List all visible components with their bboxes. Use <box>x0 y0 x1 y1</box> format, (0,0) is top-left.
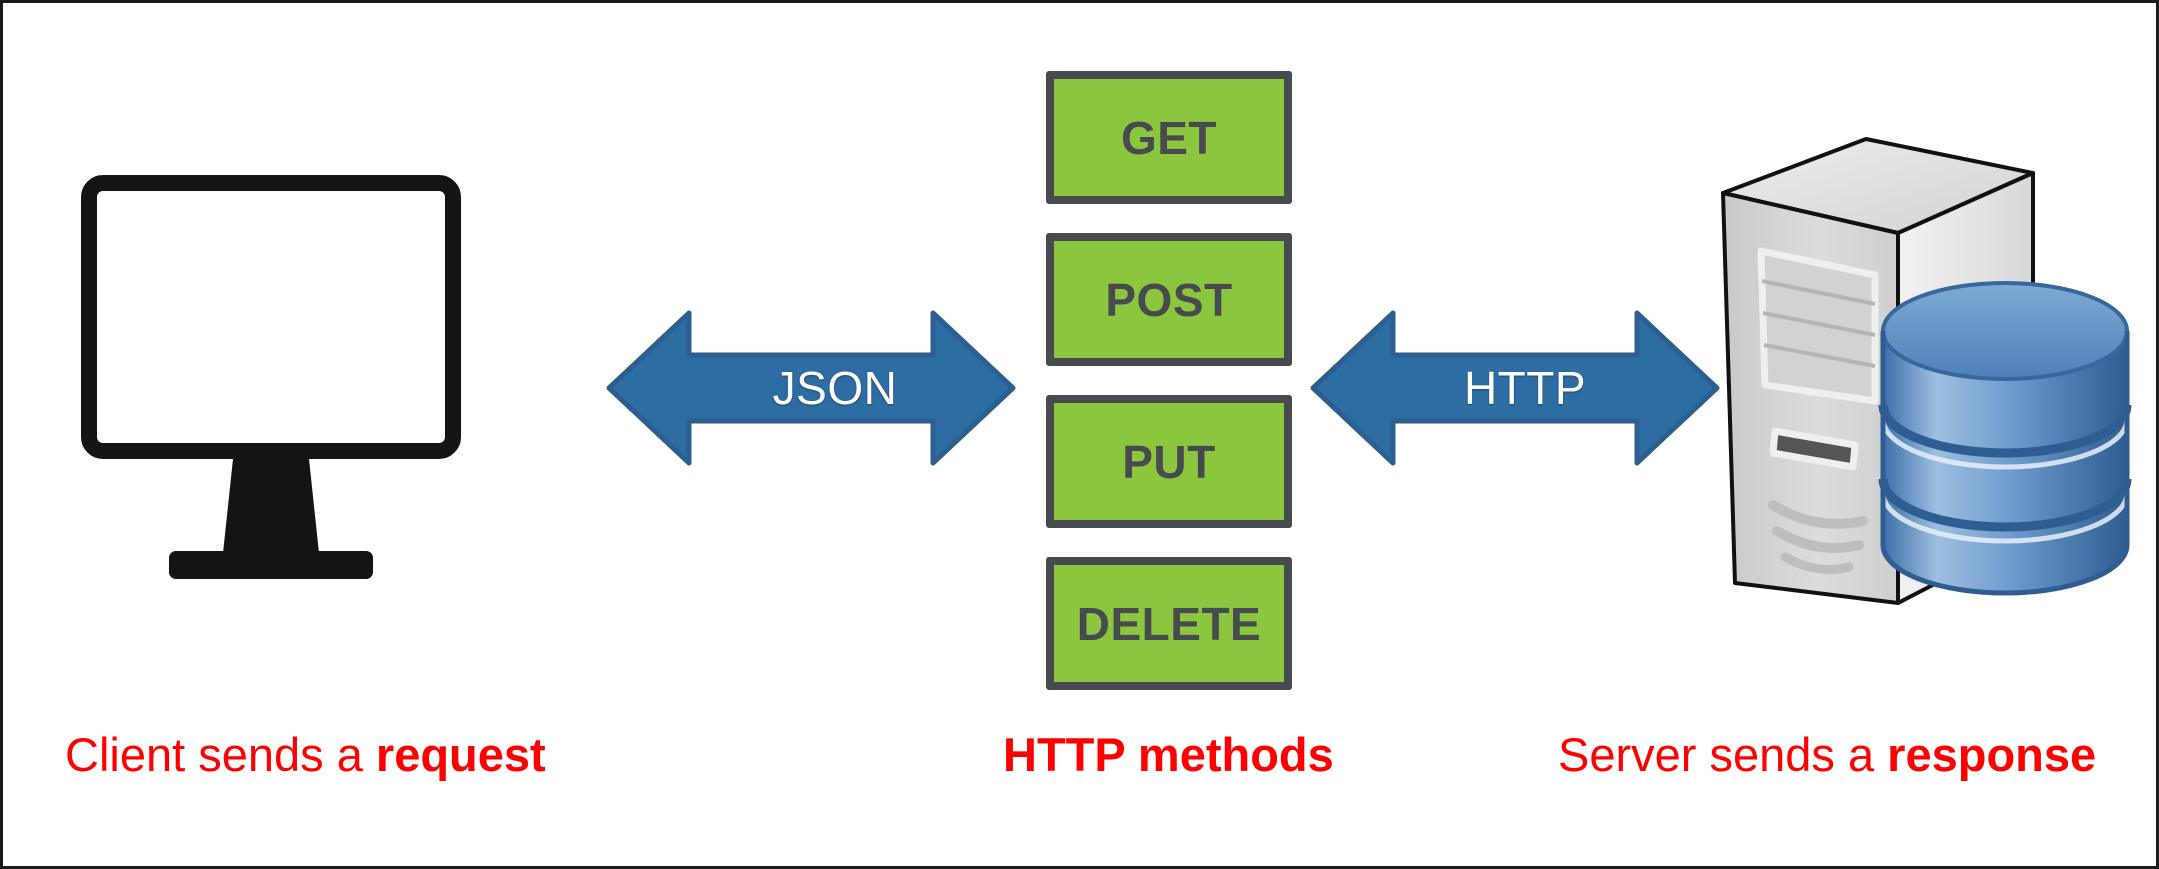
method-box-delete[interactable]: DELETE <box>1046 557 1292 690</box>
server-caption: Server sends a response <box>1558 731 2096 778</box>
http-arrow: HTTP <box>1305 303 1725 473</box>
method-box-get[interactable]: GET <box>1046 71 1292 204</box>
method-label: DELETE <box>1076 597 1262 650</box>
method-label: GET <box>1120 111 1218 164</box>
server-caption-emphasis: response <box>1887 728 2097 781</box>
json-arrow: JSON <box>601 303 1021 473</box>
monitor-icon <box>81 175 461 595</box>
method-label: POST <box>1105 273 1233 326</box>
methods-caption-text: HTTP methods <box>1003 728 1334 781</box>
client-caption-emphasis: request <box>375 728 546 781</box>
method-label: PUT <box>1122 435 1216 488</box>
http-method-list: GET POST PUT DELETE <box>1046 71 1292 690</box>
method-box-post[interactable]: POST <box>1046 233 1292 366</box>
server-database-icon <box>1703 133 2156 633</box>
client-caption-prefix: Client sends a <box>65 728 376 781</box>
server-caption-prefix: Server sends a <box>1558 728 1888 781</box>
client-caption: Client sends a request <box>65 731 546 778</box>
method-box-put[interactable]: PUT <box>1046 395 1292 528</box>
methods-caption: HTTP methods <box>1003 731 1334 778</box>
